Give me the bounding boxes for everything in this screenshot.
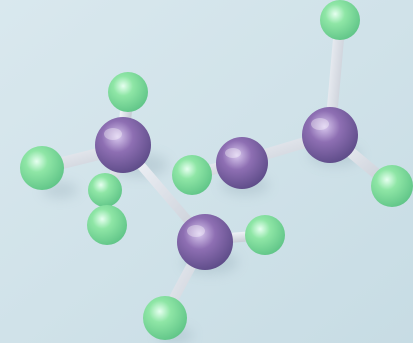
atom-green: [245, 215, 285, 255]
atom-purple: [216, 137, 268, 189]
atom-green: [87, 205, 127, 245]
atom-green: [88, 173, 122, 207]
atom-green: [172, 155, 212, 195]
atom-green: [20, 146, 64, 190]
atom-green: [143, 296, 187, 340]
atom-purple: [177, 214, 233, 270]
atom-green: [320, 0, 360, 40]
highlights: [104, 118, 329, 237]
green-atoms: [20, 0, 413, 340]
atom-green: [108, 72, 148, 112]
atom-purple: [95, 117, 151, 173]
atom-purple: [302, 107, 358, 163]
atom-green: [371, 165, 413, 207]
purple-atoms: [95, 107, 358, 270]
